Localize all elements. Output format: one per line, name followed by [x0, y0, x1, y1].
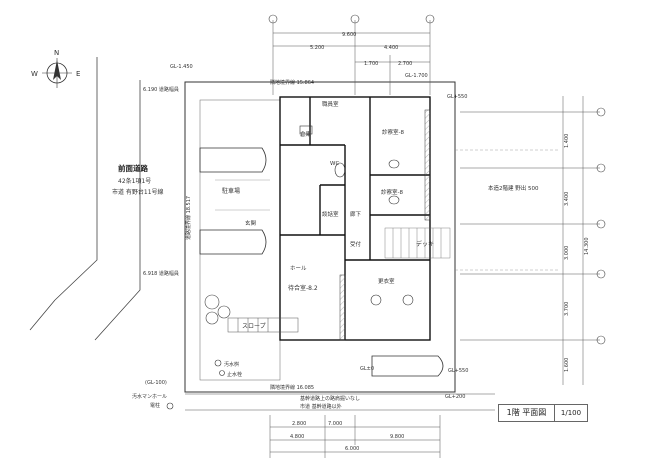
- room-staff: 職員室: [322, 100, 339, 108]
- level-gl-pole: (GL-100): [145, 380, 167, 386]
- boundary-west: 道路境界線 18.517: [185, 196, 192, 240]
- front-road: [29, 57, 141, 341]
- wall-hatch: [424, 109, 431, 221]
- dim-right-total: 14.300: [584, 238, 590, 256]
- room-deck: デッキ: [416, 240, 434, 248]
- level-gl-right-mid: GL+550: [447, 94, 467, 100]
- parking-area: [199, 99, 281, 381]
- room-entrance: 玄関: [245, 219, 257, 227]
- room-meeting: 待合室-8.2: [288, 284, 318, 292]
- bottom-dimensions: [269, 415, 441, 458]
- wall-hatch: [339, 274, 346, 341]
- dim-right-b: 3.400: [564, 192, 570, 206]
- grid-bubbles-right: [596, 107, 606, 345]
- compass-west: W: [31, 70, 38, 78]
- boundary-north: 隣地境界線 15.864: [270, 79, 314, 86]
- road-width-top: 6.190 道路幅員: [143, 86, 179, 93]
- drawing-title: 1階 平面図: [499, 405, 555, 421]
- water-meter-label: 止水栓: [227, 371, 242, 378]
- room-parking: 駐車場: [222, 187, 240, 195]
- level-gl-right-top: GL-1.700: [405, 73, 428, 79]
- road-name: 前面道路: [118, 163, 148, 173]
- dim-right-e: 1.600: [564, 358, 570, 372]
- compass-icon: N W E: [31, 49, 80, 88]
- road-route: 市道 有野台11号線: [112, 188, 164, 196]
- pole-label: 電柱: [150, 402, 160, 409]
- dim-right-c: 3.000: [564, 246, 570, 260]
- room-reception: 受付: [350, 240, 362, 248]
- road-type: 42条1項1号: [118, 177, 151, 185]
- room-hall: ホール: [290, 265, 307, 272]
- drawing-scale: 1/100: [560, 409, 582, 417]
- road-width-bottom: 6.918 道路幅員: [143, 270, 179, 277]
- dim-right-d: 3.700: [564, 302, 570, 316]
- road-note-2: 市道 基幹道路以外: [300, 403, 342, 410]
- compass-north: N: [54, 49, 59, 57]
- dim-top-c: 1.700: [364, 61, 378, 67]
- dim-bottom-a: 2.800: [292, 421, 306, 427]
- room-storage: 倉庫: [300, 130, 312, 138]
- road-note-1: 基幹道路上の路肩掘いなし: [300, 395, 360, 402]
- sewer-manhole-icon: [166, 359, 225, 410]
- dim-bottom-total: 9.800: [390, 434, 404, 440]
- slope-ramp: [227, 317, 299, 333]
- dim-top-a: 5.200: [310, 45, 324, 51]
- tree-icon: [204, 294, 231, 325]
- dim-top-b: 4.400: [384, 45, 398, 51]
- dim-top-d: 2.700: [398, 61, 412, 67]
- dim-right-a: 1.400: [564, 134, 570, 148]
- right-dimensions: [460, 96, 600, 385]
- dim-bottom-b: 7.000: [328, 421, 342, 427]
- room-locker: 更衣室: [378, 277, 395, 285]
- dim-top-total: 9.600: [342, 32, 356, 38]
- level-gl-right-bottom: GL+550: [448, 368, 468, 374]
- level-gl-bottom-right: GL+200: [445, 394, 465, 400]
- room-slope: スロープ: [242, 323, 266, 330]
- boundary-south: 隣地境界線 16.085: [270, 384, 314, 391]
- dim-bottom-c: 4.800: [290, 434, 304, 440]
- neighbor-note: 本造2階建 野出 500: [488, 184, 539, 192]
- room-lounge: 談話室: [322, 210, 339, 218]
- sewer-manhole-label: 汚水マンホール: [132, 393, 167, 400]
- toilet-icon: [299, 125, 414, 306]
- level-gl-zero: GL±0: [360, 366, 374, 372]
- sewer-box-label: 汚水桝: [224, 361, 239, 368]
- property-boundary: [184, 81, 456, 393]
- room-consult-2: 診察室-8: [381, 188, 403, 196]
- room-consult-1: 診察室-8: [382, 128, 404, 136]
- room-wc: WC: [330, 161, 339, 167]
- dim-bottom-d: 6.000: [345, 446, 359, 452]
- deck-area: [384, 227, 451, 259]
- room-corridor: 廊下: [350, 210, 362, 218]
- level-gl-left-top: GL-1.450: [170, 64, 193, 70]
- grid-bubbles-top: [268, 14, 435, 24]
- drawing-title-box: 1階 平面図 1/100: [498, 404, 588, 422]
- car-icon: [371, 355, 444, 377]
- compass-east: E: [76, 70, 80, 78]
- top-dimensions: [272, 20, 431, 95]
